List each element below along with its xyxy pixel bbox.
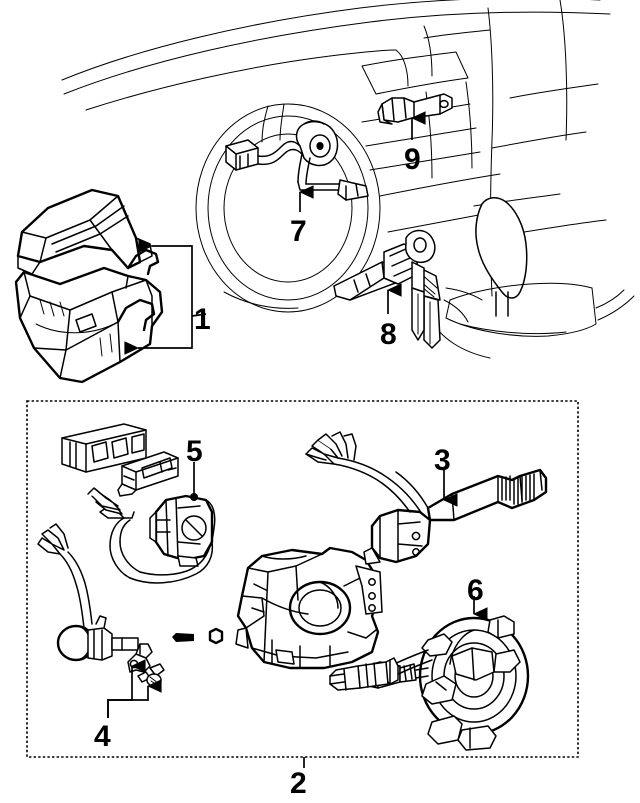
- cruise-control-switch-stalk: [377, 93, 453, 125]
- callout-7[interactable]: 7: [290, 215, 307, 248]
- callout-4[interactable]: 4: [94, 720, 111, 753]
- steering-wheel-rim: [195, 103, 381, 313]
- turn-signal-wiper-switch: [305, 431, 548, 565]
- steering-wheel-wire-harness: [225, 120, 369, 201]
- callout-9[interactable]: 9: [404, 143, 421, 176]
- callout-5[interactable]: 5: [186, 435, 203, 468]
- spiral-cable-clock-spring: [329, 615, 530, 751]
- hazard-warning-switch: [87, 487, 216, 584]
- combination-switch-assembly: [235, 546, 429, 689]
- callout-6[interactable]: 6: [467, 574, 484, 607]
- leader-5: [190, 462, 198, 501]
- callout-3[interactable]: 3: [434, 444, 451, 477]
- ignition-lock-cylinder-key: [333, 229, 483, 349]
- leader-1: [124, 239, 207, 355]
- leader-4: [107, 659, 162, 718]
- callout-8[interactable]: 8: [380, 318, 397, 351]
- combination-switch-assembly-group-box: [26, 400, 579, 758]
- key-reminder-buzzer-switch: [37, 523, 165, 687]
- shift-lever-console: [429, 197, 635, 359]
- callout-1[interactable]: 1: [194, 303, 211, 336]
- screw-and-nut-hardware: [172, 627, 224, 645]
- connector-housings: [61, 423, 179, 497]
- steering-column-cover: [14, 188, 164, 384]
- callout-2[interactable]: 2: [290, 767, 307, 800]
